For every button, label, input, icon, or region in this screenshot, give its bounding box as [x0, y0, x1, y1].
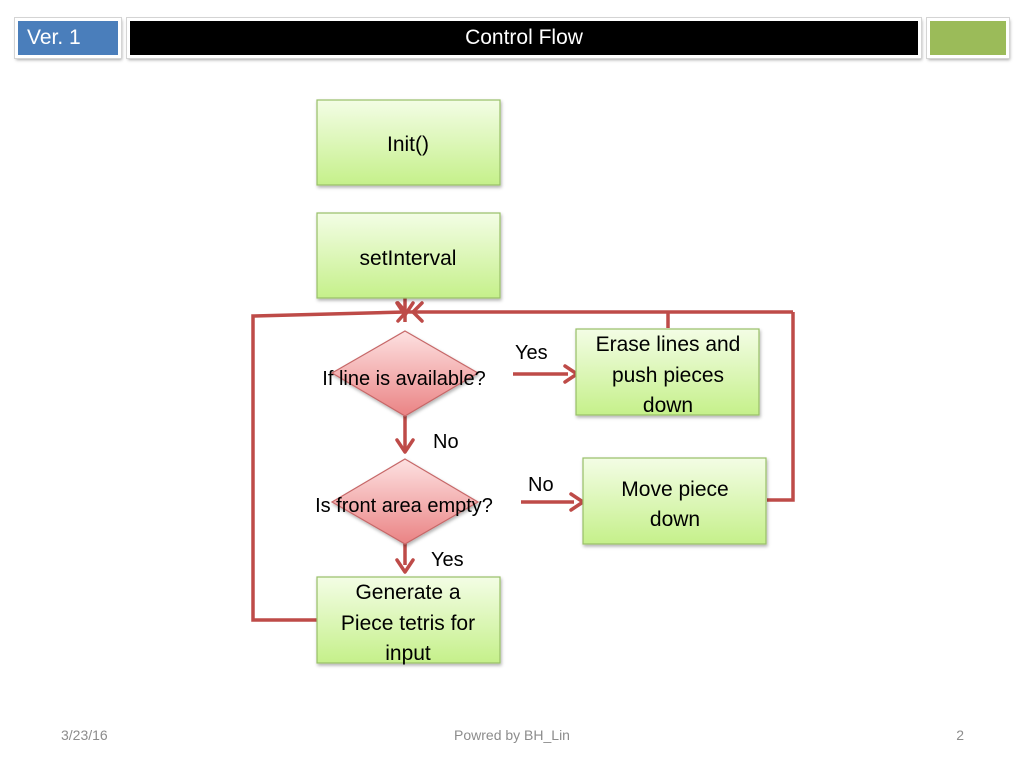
decision-front-area-empty: [330, 458, 480, 545]
generate-piece-label-1: Generate a: [355, 581, 460, 604]
accent-block: [927, 18, 1009, 58]
erase-lines-label-1: Erase lines and: [596, 333, 741, 356]
footer-date: 3/23/16: [61, 727, 108, 743]
decision-line-available: [330, 330, 480, 417]
generate-piece-label-2: Piece tetris for: [341, 612, 475, 635]
erase-lines-label-2: push pieces: [612, 364, 724, 387]
erase-lines-label-3: down: [643, 394, 693, 417]
front-area-empty-label: Is front area empty?: [315, 495, 493, 517]
generate-piece-label-3: input: [385, 642, 431, 665]
version-text: Ver. 1: [27, 26, 81, 49]
line-available-label: If line is available?: [322, 368, 485, 390]
move-piece-box: [582, 457, 767, 545]
page-number: 2: [956, 727, 964, 743]
arrowhead-loop-left: [411, 301, 424, 323]
version-label: Ver. 1: [15, 18, 121, 58]
edge-label-yes-1: Yes: [515, 342, 548, 364]
init-label: Init(): [387, 133, 429, 156]
title-bar: Control Flow: [127, 18, 921, 58]
move-piece-label-2: down: [650, 508, 700, 531]
arrowhead-decision2-down: [395, 558, 415, 574]
edge-label-no-1: No: [433, 431, 459, 453]
edge-label-yes-2: Yes: [431, 549, 464, 571]
connector-move-loop: [767, 312, 795, 502]
init-box: [316, 99, 501, 186]
generate-piece-box: [316, 576, 501, 664]
erase-lines-box: [575, 328, 760, 416]
arrowhead-decision1-down: [395, 438, 415, 454]
edge-label-no-2: No: [528, 474, 554, 496]
setinterval-label: setInterval: [360, 247, 457, 270]
arrowhead-loop-right: [396, 301, 408, 323]
page-title: Control Flow: [465, 26, 583, 49]
footer-credit: Powred by BH_Lin: [454, 727, 570, 743]
connector-generate-loop: [251, 310, 406, 622]
setinterval-box: [316, 212, 501, 299]
move-piece-label-1: Move piece: [621, 478, 728, 501]
